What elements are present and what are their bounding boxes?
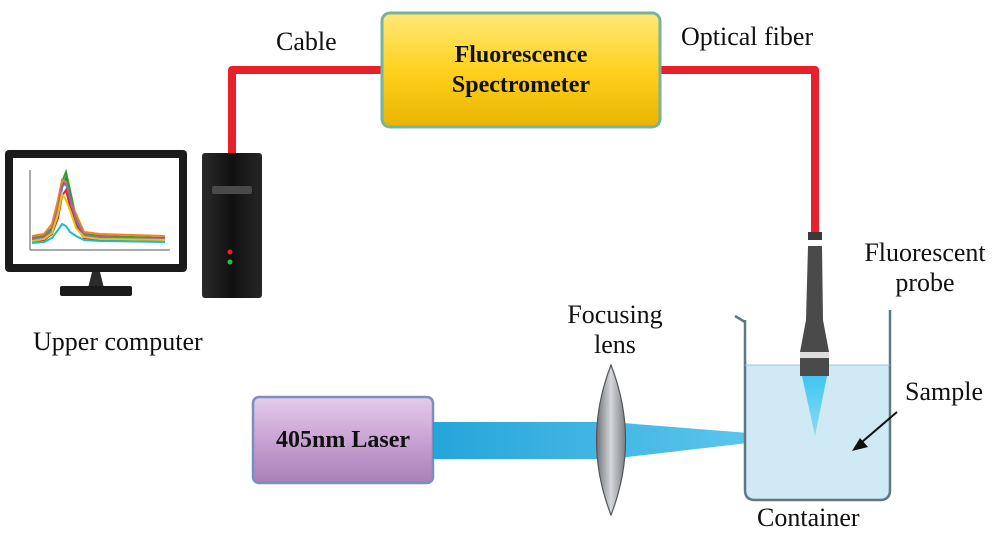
sample-label: Sample — [905, 377, 983, 406]
spectrometer-label-line2: Spectrometer — [451, 72, 591, 98]
spectrometer-label: Fluorescence Spectrometer — [382, 13, 660, 127]
focusing-lens-label: Focusing lens — [540, 300, 690, 360]
fluorescent-probe-label-line1: Fluorescent — [864, 238, 986, 267]
monitor-spectrum-plot — [29, 168, 170, 251]
fluorescent-probe-label: Fluorescent probe — [850, 238, 1000, 298]
spectrometer-label-line1: Fluorescence — [454, 42, 588, 68]
fluorescent-probe-label-line2: probe — [895, 268, 955, 297]
focusing-lens-label-line1: Focusing — [567, 300, 663, 329]
optical-fiber-line — [660, 66, 819, 232]
spectrometer-box — [380, 11, 662, 129]
fluorescent-probe — [800, 232, 829, 436]
laser-label: 405nm Laser — [276, 427, 410, 453]
focusing-lens — [595, 363, 627, 517]
sample-arrow — [852, 411, 898, 451]
monitor — [5, 150, 187, 296]
cable-label: Cable — [276, 27, 337, 56]
container-label: Container — [757, 503, 860, 532]
optical-fiber-label: Optical fiber — [681, 22, 814, 51]
focusing-lens-label-line2: lens — [594, 330, 636, 359]
computer-tower — [202, 153, 262, 298]
upper-computer-label: Upper computer — [33, 327, 203, 356]
cable-line — [228, 66, 384, 155]
